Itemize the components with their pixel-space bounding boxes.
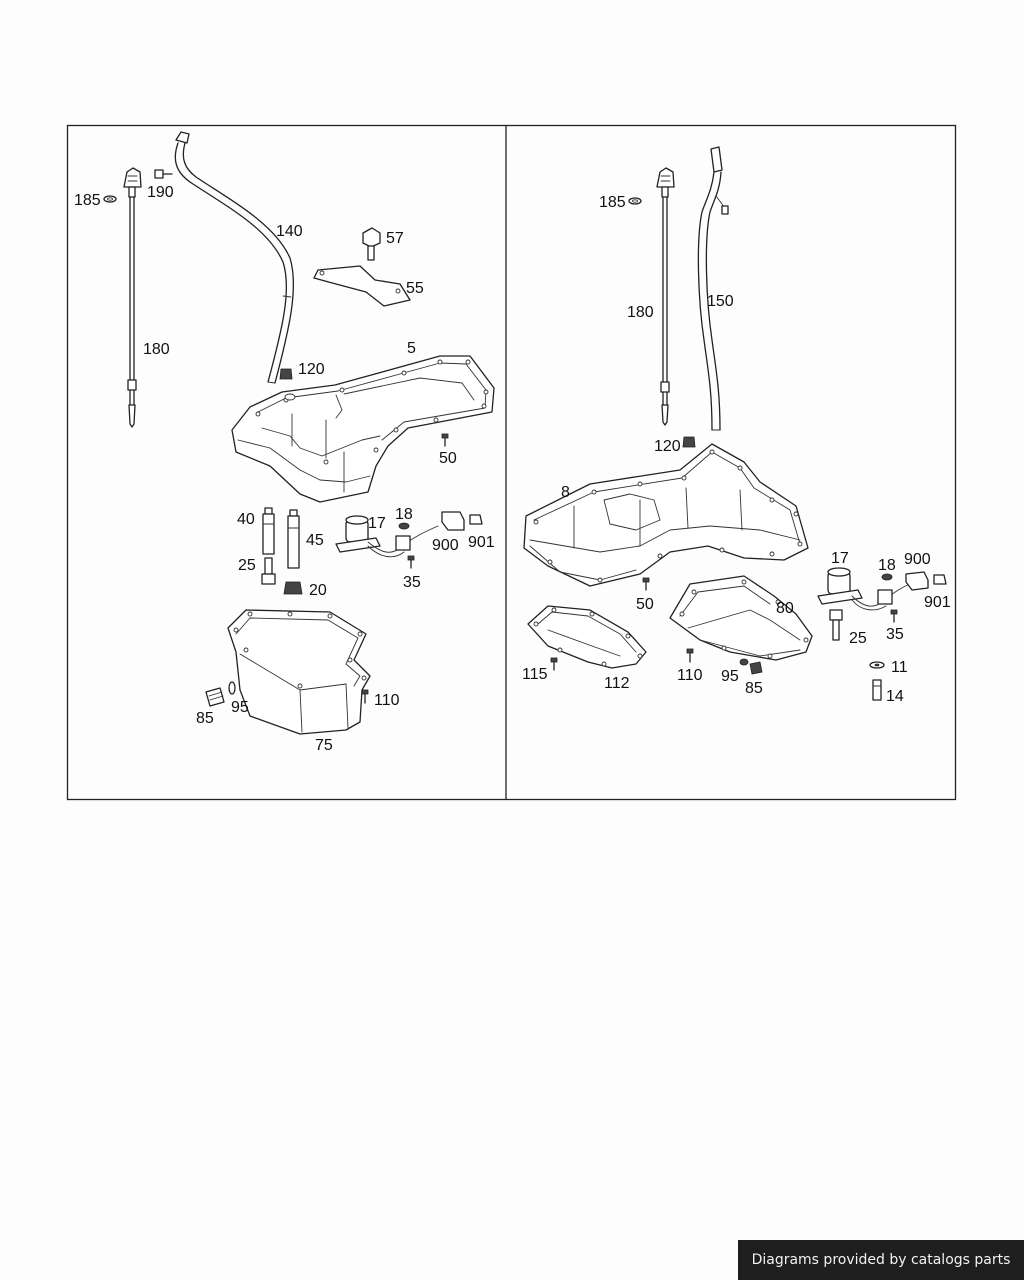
oil-level-sensor-part <box>817 567 911 611</box>
part-label: 17 <box>368 515 386 532</box>
washer-part <box>869 661 885 669</box>
stud-part <box>872 679 882 701</box>
bolt-part <box>154 169 173 179</box>
part-label: 17 <box>831 550 849 567</box>
connector-part <box>905 571 947 591</box>
left-panel <box>103 131 495 735</box>
part-label: 11 <box>891 659 908 676</box>
bolt-part <box>642 577 650 591</box>
part-label: 18 <box>878 557 896 574</box>
part-label: 190 <box>147 184 174 201</box>
part-label: 110 <box>374 692 400 709</box>
part-label: 110 <box>677 667 703 684</box>
bolt-part <box>829 609 843 641</box>
upper-oil-pan-part <box>231 355 495 503</box>
oil-level-sensor-part <box>335 515 439 558</box>
guide-tube-part <box>174 131 295 384</box>
part-label: 80 <box>776 600 794 617</box>
bolt-part <box>407 555 415 569</box>
right-panel <box>523 146 947 701</box>
part-label: 120 <box>298 361 325 378</box>
part-label: 25 <box>238 557 256 574</box>
cover-part <box>669 575 813 661</box>
part-label: 180 <box>143 341 170 358</box>
part-label: 185 <box>74 192 101 209</box>
connector-part <box>395 535 411 551</box>
plug-part <box>279 368 293 380</box>
bolt-part <box>550 657 558 671</box>
stud-part <box>287 509 300 569</box>
part-label: 95 <box>231 699 249 716</box>
guide-tube-part <box>697 146 729 431</box>
bolt-part <box>361 689 369 704</box>
right-labels: 185 180 150 120 8 50 17 18 900 901 80 25… <box>522 194 951 705</box>
plug-part <box>682 436 696 448</box>
part-label: 85 <box>745 680 763 697</box>
upper-oil-pan-part <box>523 443 809 587</box>
bolt-part <box>362 227 381 261</box>
connector-part <box>877 589 893 605</box>
left-labels: 185 190 140 57 55 180 120 5 50 40 45 17 … <box>74 184 495 754</box>
part-label: 900 <box>432 537 459 554</box>
part-label: 14 <box>886 688 904 705</box>
part-label: 75 <box>315 737 333 754</box>
part-label: 45 <box>306 532 324 549</box>
attribution-text: Diagrams provided by catalogs parts <box>751 1252 1011 1268</box>
part-label: 150 <box>707 293 734 310</box>
part-label: 20 <box>309 582 327 599</box>
bolt-part <box>890 609 898 623</box>
part-label: 18 <box>395 506 413 523</box>
part-label: 5 <box>407 340 416 357</box>
attribution-banner: Diagrams provided by catalogs parts <box>738 1240 1024 1280</box>
bracket-part <box>313 265 411 307</box>
part-label: 50 <box>636 596 654 613</box>
bolt-part <box>441 433 449 447</box>
part-label: 50 <box>439 450 457 467</box>
drain-plug-part <box>749 661 763 675</box>
dipstick-part <box>656 167 675 426</box>
dipstick-part <box>123 167 142 428</box>
o-ring-part <box>103 195 117 203</box>
connector-part <box>441 511 483 531</box>
nut-part <box>283 581 303 595</box>
washer-part <box>739 658 749 666</box>
part-label: 112 <box>604 675 630 692</box>
part-label: 120 <box>654 438 681 455</box>
part-label: 25 <box>849 630 867 647</box>
part-label: 115 <box>522 666 548 683</box>
part-label: 35 <box>403 574 421 591</box>
bolt-part <box>686 648 694 663</box>
o-ring-part <box>628 197 642 205</box>
bolt-part <box>261 557 276 585</box>
washer-part <box>228 681 236 695</box>
seal-part <box>881 573 893 581</box>
part-label: 35 <box>886 626 904 643</box>
diagram-frame <box>66 124 957 801</box>
part-label: 85 <box>196 710 214 727</box>
seal-part <box>398 522 410 530</box>
part-label: 55 <box>406 280 424 297</box>
lower-oil-pan-part <box>527 605 647 669</box>
part-label: 900 <box>904 551 931 568</box>
part-label: 901 <box>468 534 495 551</box>
part-label: 180 <box>627 304 654 321</box>
part-label: 40 <box>237 511 255 528</box>
part-label: 95 <box>721 668 739 685</box>
part-label: 185 <box>599 194 626 211</box>
drain-plug-part <box>205 687 225 707</box>
part-label: 140 <box>276 223 303 240</box>
part-label: 8 <box>561 484 570 501</box>
part-label: 901 <box>924 594 951 611</box>
lower-oil-pan-part <box>227 609 371 735</box>
stud-part <box>262 507 275 555</box>
part-label: 57 <box>386 230 404 247</box>
